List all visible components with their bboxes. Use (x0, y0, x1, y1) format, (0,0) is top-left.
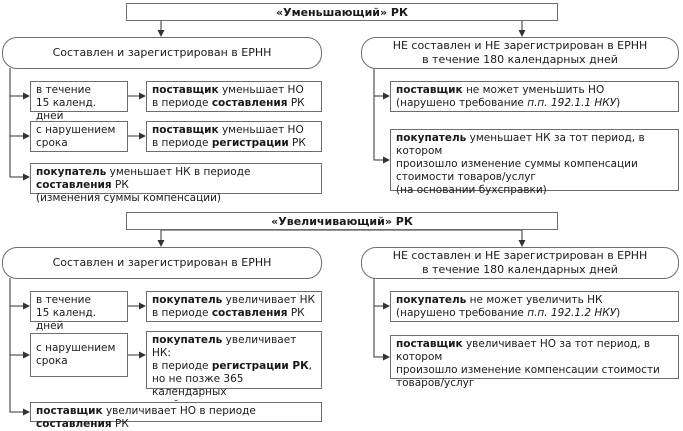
bottom-cond1-line2: 15 календ. дней (36, 307, 97, 332)
top-cond2-line1: с нарушением (36, 124, 116, 136)
top-right-header-line2: в течение 180 календарных дней (422, 53, 618, 66)
top-right2-l2: произошло изменение суммы компенсации (396, 158, 638, 170)
top-right2-actor: покупатель (396, 132, 467, 144)
top-buyer-actor: покупатель (36, 166, 107, 178)
top-title: «Уменьшающий» РК (126, 3, 558, 21)
top-left-header: Составлен и зарегистрирован в ЕРНН (2, 37, 322, 69)
bottom-title: «Увеличивающий» РК (126, 212, 558, 230)
bottom-trunk-right (373, 278, 390, 361)
bottom-right1-actor: покупатель (396, 294, 467, 306)
top-left-header-text: Составлен и зарегистрирован в ЕРНН (52, 46, 272, 59)
top-right1-actor: поставщик (396, 84, 463, 96)
top-res2-actor: поставщик (152, 124, 219, 136)
top-res1-period: составления (211, 97, 288, 109)
bottom-supplier-period: составления (36, 418, 112, 430)
top-right1-t3: ) (616, 97, 621, 109)
top-res2: поставщик уменьшает НО в периоде регистр… (146, 121, 322, 152)
top-trunk-right (373, 68, 390, 164)
top-right1-law: п.п. 192.1.1 НКУ (527, 97, 617, 109)
top-right1-t1: не может уменьшить НО (462, 84, 605, 96)
top-cond2: с нарушением срока (30, 121, 128, 152)
top-cond2-line2: срока (36, 137, 68, 149)
bottom-res1-t2: в периоде (152, 307, 212, 319)
bottom-cond2-line1: с нарушением (36, 342, 116, 354)
top-cond1-line2: 15 календ. дней (36, 97, 97, 122)
top-right2: покупатель уменьшает НК за тот период, в… (390, 129, 679, 196)
bottom-right1-t3: ) (616, 307, 621, 319)
bottom-right1-t2: (нарушено требование (396, 307, 528, 319)
top-right2-l4: (на основании бухсправки) (396, 184, 547, 196)
bottom-right2-l3: товаров/услуг (396, 377, 475, 389)
bottom-supplier-t2: РК (111, 418, 129, 430)
top-title-text: «Уменьшающий» РК (276, 6, 408, 19)
top-res2-period: регистрации (211, 137, 289, 149)
bottom-res2-t2: в периоде (152, 360, 212, 372)
bottom-left-header: Составлен и зарегистрирован в ЕРНН (2, 247, 322, 279)
top-right1: поставщик не может уменьшить НО (нарушен… (390, 81, 679, 112)
bottom-trunk-left (9, 278, 30, 416)
top-res1-actor: поставщик (152, 84, 219, 96)
bottom-res2-actor: покупатель (152, 334, 223, 346)
bottom-res2: покупатель увеличивает НК: в периоде рег… (146, 331, 322, 411)
bottom-right1: покупатель не может увеличить НК (наруше… (390, 291, 679, 322)
top-res1-t1: уменьшает НО (218, 84, 304, 96)
top-buyer-line2: (изменения суммы компенсации) (36, 192, 221, 204)
bottom-right2: поставщик увеличивает НО за тот период, … (390, 335, 679, 389)
bottom-res2-period: регистрации РК (211, 360, 309, 372)
bottom-supplier-t1: увеличивает НО в периоде (102, 405, 256, 417)
bottom-left-header-text: Составлен и зарегистрирован в ЕРНН (52, 256, 272, 269)
bottom-right2-l2: произошло изменение компенсации стоимост… (396, 364, 660, 376)
bottom-cond1: в течение 15 календ. дней (30, 291, 128, 332)
bottom-res2-t3: , (308, 360, 312, 372)
top-res2-t2: в периоде (152, 137, 212, 149)
bottom-supplier: поставщик увеличивает НО в периоде соста… (30, 402, 322, 430)
bottom-res2-t1: увеличивает НК: (152, 334, 297, 359)
bottom-title-text: «Увеличивающий» РК (271, 215, 413, 228)
top-trunk-left (9, 68, 30, 181)
bottom-cond1-line1: в течение (36, 294, 91, 306)
bottom-res1-period: составления (211, 307, 288, 319)
top-res1-t3: РК (287, 97, 305, 109)
top-buyer: покупатель уменьшает НК в периоде состав… (30, 163, 322, 204)
bottom-res1-actor: покупатель (152, 294, 223, 306)
top-res2-t3: РК (288, 137, 306, 149)
top-right2-t1: уменьшает НК за тот период, в котором (396, 132, 645, 157)
top-buyer-t1: уменьшает НК в периоде (106, 166, 251, 178)
top-cond1: в течение 15 календ. дней (30, 81, 128, 122)
bottom-right1-t1: не может увеличить НК (466, 294, 603, 306)
bottom-res1-t1: увеличивает НК (222, 294, 315, 306)
top-res2-t1: уменьшает НО (218, 124, 304, 136)
bottom-cond2: с нарушением срока (30, 333, 128, 377)
top-right-header-line1: НЕ составлен и НЕ зарегистрирован в ЕРНН (392, 39, 648, 52)
bottom-res1: покупатель увеличивает НК в периоде сост… (146, 291, 322, 322)
top-buyer-t2: РК (111, 179, 129, 191)
bottom-right2-actor: поставщик (396, 338, 463, 350)
bottom-right-header-line1: НЕ составлен и НЕ зарегистрирован в ЕРНН (392, 249, 648, 262)
top-buyer-period: составления (36, 179, 112, 191)
bottom-right1-law: п.п. 192.1.2 НКУ (527, 307, 617, 319)
bottom-supplier-actor: поставщик (36, 405, 103, 417)
top-right2-l3: стоимости товаров/услуг (396, 171, 536, 183)
bottom-right-header: НЕ составлен и НЕ зарегистрирован в ЕРНН… (361, 247, 679, 279)
bottom-res2-l3: но не позже 365 календарных (152, 373, 244, 398)
top-res1-t2: в периоде (152, 97, 212, 109)
top-right-header: НЕ составлен и НЕ зарегистрирован в ЕРНН… (361, 37, 679, 69)
top-res1: поставщик уменьшает НО в периоде составл… (146, 81, 322, 112)
top-cond1-line1: в течение (36, 84, 91, 96)
bottom-res1-t3: РК (287, 307, 305, 319)
bottom-cond2-line2: срока (36, 355, 68, 367)
bottom-right-header-line2: в течение 180 календарных дней (422, 263, 618, 276)
top-right1-t2: (нарушено требование (396, 97, 528, 109)
bottom-right2-t1: увеличивает НО за тот период, в котором (396, 338, 651, 363)
